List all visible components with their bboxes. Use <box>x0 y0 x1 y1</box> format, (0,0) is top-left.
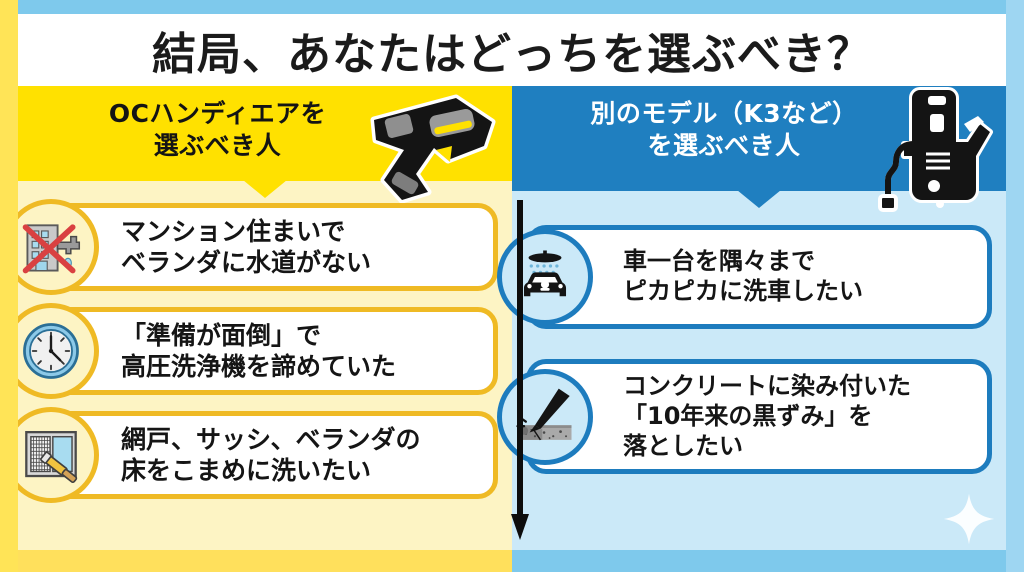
list-item-label: コンクリートに染み付いた 「10年来の黒ずみ」を 落としたい <box>623 372 911 460</box>
apartment-no-faucet-icon <box>3 199 99 295</box>
list-item[interactable]: 網戸、サッシ、ベランダの 床をこまめに洗いたい <box>3 407 498 503</box>
concrete-nozzle-icon <box>497 368 593 465</box>
list-item[interactable]: 「準備が面倒」で 高圧洗浄機を諦めていた <box>3 303 498 399</box>
frame-right-strip <box>1006 0 1024 572</box>
right-column-banner: 別のモデル（K3など） を選ぶべき人 <box>512 86 1006 212</box>
list-item-label: マンション住まいで ベランダに水道がない <box>121 217 372 277</box>
window-screen-brush-icon <box>3 407 99 503</box>
left-column: OCハンディエアを 選ぶべき人 <box>3 86 512 550</box>
frame-bottom-right-strip <box>512 550 1024 572</box>
list-item[interactable]: コンクリートに染み付いた 「10年来の黒ずみ」を 落としたい <box>497 359 992 475</box>
frame-bottom-left-strip <box>0 550 512 572</box>
clock-icon <box>3 303 99 399</box>
page-title: 結局、あなたはどっちを選ぶべき？ <box>152 29 872 80</box>
list-item[interactable]: 車一台を隅々まで ピカピカに洗車したい <box>497 225 992 329</box>
down-arrow-icon <box>510 200 529 540</box>
right-column-heading: 別のモデル（K3など） を選ぶべき人 <box>590 99 858 160</box>
right-card-list: 車一台を隅々まで ピカピカに洗車したい <box>497 191 1006 475</box>
sparkle-icon <box>942 492 996 546</box>
list-item-label: 網戸、サッシ、ベランダの 床をこまめに洗いたい <box>121 425 421 485</box>
car-wash-icon <box>497 229 593 325</box>
title-bar: 結局、あなたはどっちを選ぶべき？ <box>18 14 1006 86</box>
banner-notch-left <box>243 180 287 198</box>
right-column: 別のモデル（K3など） を選ぶべき人 <box>497 86 1006 550</box>
left-card-list: マンション住まいで ベランダに水道がない <box>3 181 512 503</box>
list-item-label: 車一台を隅々まで ピカピカに洗車したい <box>623 247 863 305</box>
left-column-heading: OCハンディエアを 選ぶべき人 <box>108 99 327 160</box>
list-item-label: 「準備が面倒」で 高圧洗浄機を諦めていた <box>121 321 397 381</box>
left-column-banner: OCハンディエアを 選ぶべき人 <box>18 86 512 203</box>
list-item[interactable]: マンション住まいで ベランダに水道がない <box>3 199 498 295</box>
banner-notch-right <box>737 190 781 208</box>
frame-left-strip <box>0 0 18 572</box>
frame-top-strip <box>0 0 1024 14</box>
